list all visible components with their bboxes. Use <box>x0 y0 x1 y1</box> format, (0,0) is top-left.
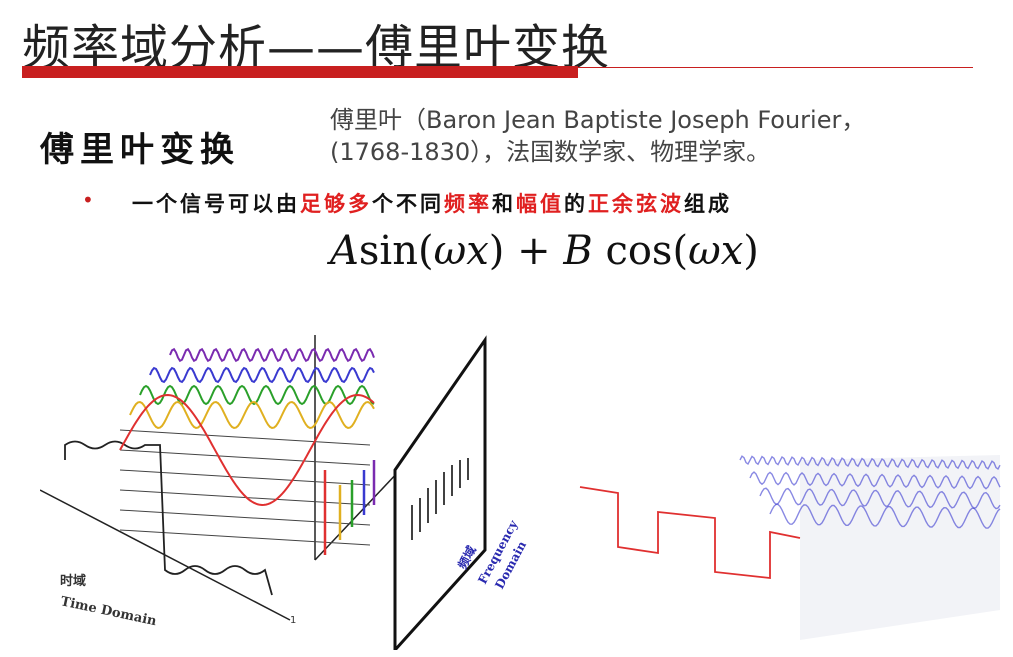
harmonic-curve <box>749 471 1001 490</box>
title-underline-bar <box>22 66 578 78</box>
bullet-marker: • <box>82 188 94 212</box>
frequency-screen <box>393 335 487 650</box>
formula-omega-x: ωx <box>688 228 744 274</box>
bullet-sentence: 一个信号可以由足够多个不同频率和幅值的正余弦波组成 <box>132 188 732 218</box>
sentence-highlight: 频率 <box>444 191 492 216</box>
formula-sin: sin( <box>358 228 434 274</box>
formula-cos: cos( <box>592 228 689 274</box>
formula-A: A <box>330 228 359 274</box>
sentence-highlight: 幅值 <box>516 191 564 216</box>
frequency-axis-line <box>314 469 401 561</box>
sentence-part: 一个信号可以由 <box>132 191 300 216</box>
illustration-panel <box>800 455 1000 640</box>
formula-omega-x: ωx <box>433 228 489 274</box>
harmonic-wave <box>119 393 375 507</box>
fourier-bio: 傅里叶（Baron Jean Baptiste Joseph Fourier， … <box>330 104 970 168</box>
sentence-part: 组成 <box>684 191 732 216</box>
harmonic-curve <box>739 455 1001 471</box>
guide-lines <box>119 429 371 546</box>
harmonic-curve <box>769 503 1001 529</box>
time-domain-en-label: Time Domain <box>59 594 158 629</box>
time-domain-cn-label: 时域 <box>60 573 86 589</box>
time-signal-curve <box>64 440 273 596</box>
sentence-part: 和 <box>492 191 516 216</box>
fourier-formula: Asin(ωx) + B cos(ωx) <box>330 228 759 274</box>
sentence-highlight: 正余弦波 <box>588 191 684 216</box>
formula-close: ) <box>743 228 759 274</box>
formula-plus: ) + <box>488 228 564 274</box>
spectrum-peaks <box>411 458 469 540</box>
harmonic-wave <box>139 384 375 406</box>
harmonic-wave <box>129 400 375 430</box>
axis-tick-label: 1 <box>290 615 296 626</box>
fourier-3d-illustration <box>579 455 1001 640</box>
square-wave-curve <box>579 486 801 580</box>
component-bars <box>323 460 376 555</box>
sentence-part: 个不同 <box>372 191 444 216</box>
section-heading: 傅里叶变换 <box>40 130 240 170</box>
bio-line-1: 傅里叶（Baron Jean Baptiste Joseph Fourier， <box>330 106 866 134</box>
bio-line-2: (1768-1830），法国数学家、物理学家。 <box>330 138 771 166</box>
title-underline-line <box>578 67 973 68</box>
sentence-highlight: 足够多 <box>300 191 372 216</box>
harmonic-wave <box>149 366 375 384</box>
harmonic-wave <box>169 347 375 363</box>
sentence-part: 的 <box>564 191 588 216</box>
formula-B: B <box>563 228 593 274</box>
harmonic-curve <box>759 487 1001 510</box>
time-frequency-diagram: 时域 Time Domain 1 频域 Frequency Domain <box>40 335 529 650</box>
